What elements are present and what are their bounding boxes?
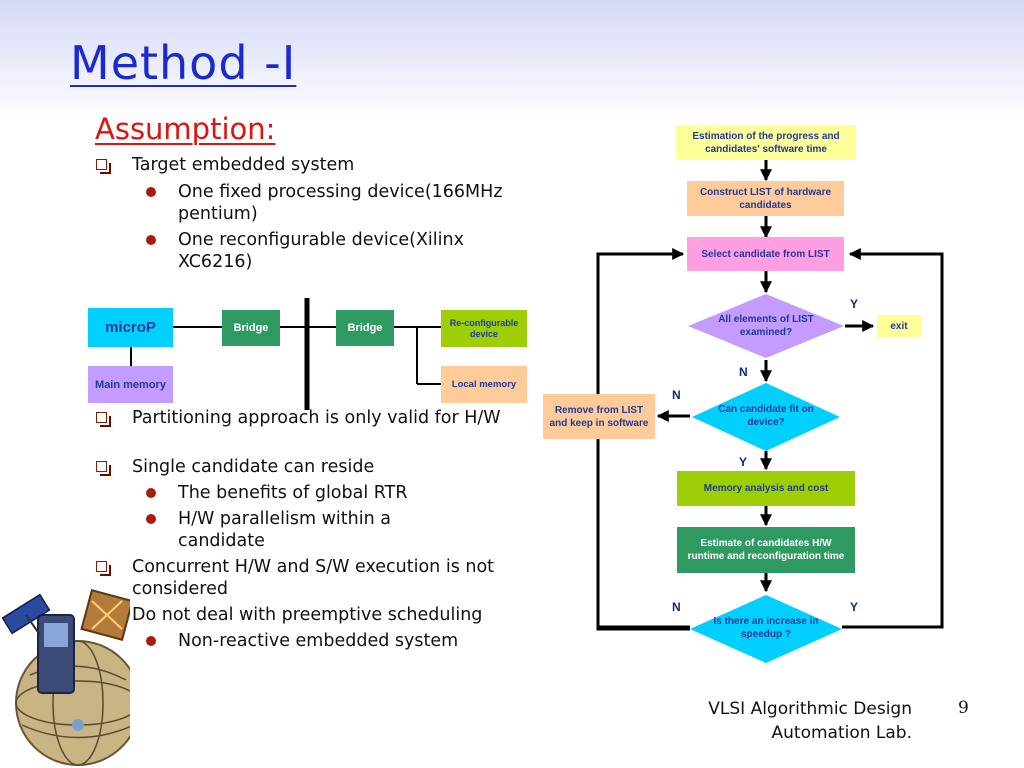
assumption-heading: Assumption: [95,112,276,146]
flow-label-no-speedup: N [672,600,681,614]
sub-bullet-non-reactive: Non-reactive embedded system [146,630,508,652]
flow-fit-decision: Can candidate fit on device? [718,404,814,428]
reconfigurable-device-block: Re-configurable device [441,310,527,347]
round-bullet-icon [146,187,156,197]
flow-all-examined-decision: All elements of LIST examined? [718,314,814,338]
bullet-concurrent-execution: Concurrent H/W and S/W execution is not … [96,556,512,600]
flow-estimate-runtime-step: Estimate of candidates H/W runtime and r… [677,527,855,573]
sub-bullet-hw-parallelism: H/W parallelism within a candidate [146,508,438,552]
flow-select-candidate-step: Select candidate from LIST [687,237,844,271]
bullet-partitioning: Partitioning approach is only valid for … [96,407,512,429]
flow-label-no-continue: N [739,365,748,379]
satellite-globe-clipart [1,589,130,766]
architecture-diagram-lines [130,298,441,410]
bullet-single-candidate: Single candidate can reside [96,456,512,478]
bullet-preemptive-scheduling: Do not deal with preemptive scheduling [96,604,512,626]
square-bullet-icon [96,159,111,174]
flow-label-no-remove: N [672,388,681,402]
local-memory-block: Local memory [441,366,527,403]
footer-lab-name: VLSI Algorithmic Design Automation Lab. [708,699,912,743]
slide-title: Method -I [70,36,297,90]
flow-exit-node: exit [877,315,921,337]
bridge-block-2: Bridge [336,310,394,346]
flow-remove-from-list-step: Remove from LIST and keep in software [543,394,655,439]
round-bullet-icon [146,636,156,646]
flow-fit-decision-shape [692,383,840,451]
bridge-block-1: Bridge [222,310,280,346]
flow-estimation-step: Estimation of the progress and candidate… [676,125,856,160]
flow-speedup-decision-shape [690,595,842,663]
square-bullet-icon [96,561,111,576]
flow-memory-analysis-step: Memory analysis and cost [677,471,855,506]
flowchart-connectors [596,160,944,631]
round-bullet-icon [146,235,156,245]
round-bullet-icon [146,514,156,524]
flow-speedup-decision: Is there an increase in speedup ? [713,616,819,640]
sub-bullet-global-rtr: The benefits of global RTR [146,482,508,504]
sub-bullet-reconfig-device: One reconfigurable device(Xilinx XC6216) [146,229,508,273]
micro-p-block: microP [88,308,173,347]
flow-construct-list-step: Construct LIST of hardware candidates [687,181,844,216]
bullet-target-system: Target embedded system [96,154,512,176]
square-bullet-icon [96,412,111,427]
flow-label-yes-fit: Y [739,455,748,469]
square-bullet-icon [96,461,111,476]
flow-all-examined-decision-shape [688,294,844,358]
round-bullet-icon [146,488,156,498]
page-number: 9 [958,698,969,718]
flow-label-yes-exit: Y [850,297,859,311]
flow-label-yes-speedup: Y [850,600,859,614]
sub-bullet-fixed-device: One fixed processing device(166MHz penti… [146,181,508,225]
main-memory-block: Main memory [88,366,173,403]
